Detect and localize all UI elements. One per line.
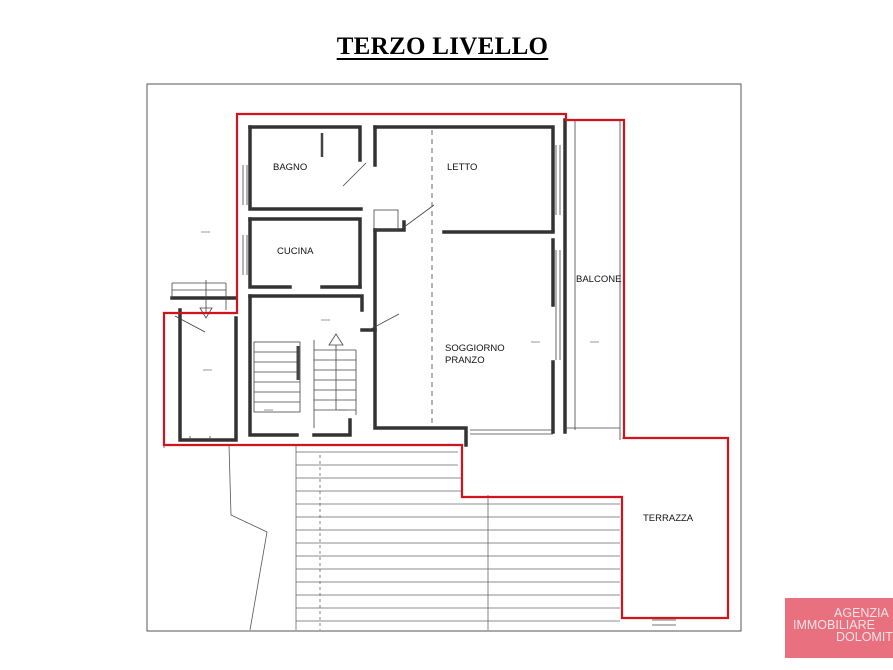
room-label-bagno: BAGNO: [273, 162, 307, 173]
badge-line-1: AGENZIA: [834, 606, 889, 620]
plan-title: TERZO LIVELLO: [336, 33, 549, 60]
site-edges: [163, 444, 268, 631]
staircase: [199, 280, 357, 428]
interior-walls: [170, 118, 567, 447]
agency-watermark: AGENZIA IMMOBILIARE DOLOMITI: [785, 598, 893, 658]
level-markers: [201, 231, 599, 411]
badge-line-3: DOLOMITI: [836, 630, 893, 644]
room-label-cucina: CUCINA: [277, 246, 314, 257]
terrace-slats: [295, 445, 620, 630]
badge-line-2: IMMOBILIARE: [793, 618, 875, 632]
room-label-balcone: BALCONE: [576, 274, 621, 285]
room-label-pranzo: PRANZO: [445, 355, 485, 366]
room-label-soggiorno: SOGGIORNO: [445, 343, 505, 354]
drawing-frame: [146, 83, 742, 632]
room-label-letto: LETTO: [447, 162, 477, 173]
room-label-terrazza: TERRAZZA: [643, 513, 694, 524]
property-outline: [162, 112, 730, 620]
detail-lines: [171, 120, 728, 626]
